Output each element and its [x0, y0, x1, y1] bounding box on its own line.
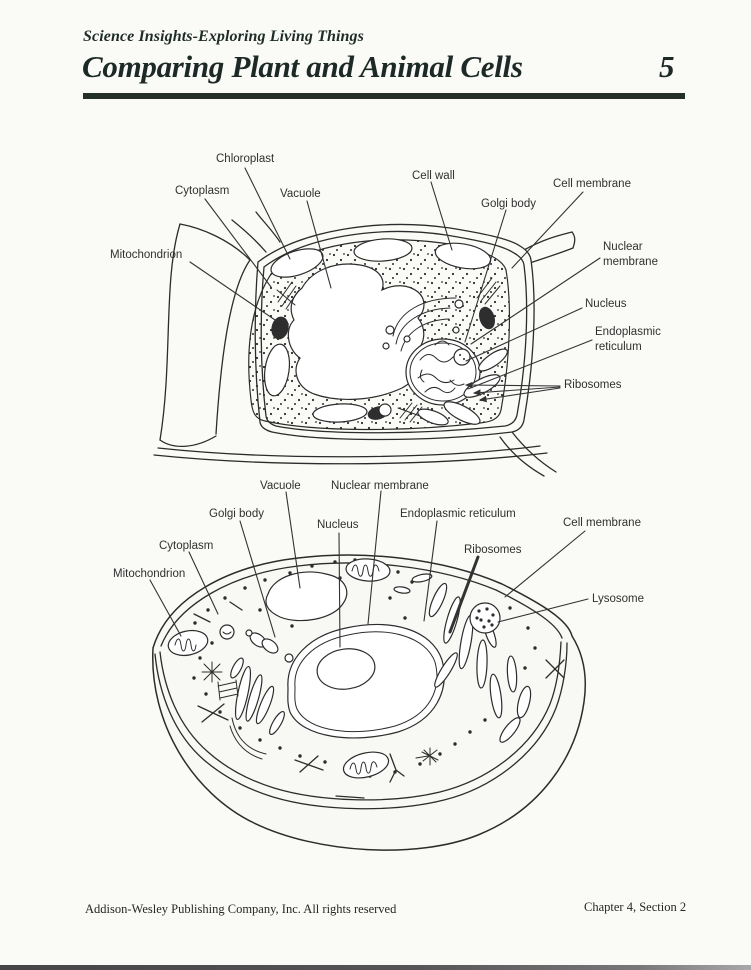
cytoplasm-bottom-rim-2	[154, 642, 568, 810]
label-animal-endoplasmic-reticulum: Endoplasmic reticulum	[400, 508, 516, 520]
label-plant-chloroplast: Chloroplast	[216, 153, 275, 165]
label-plant-vacuole: Vacuole	[280, 188, 321, 200]
label-animal-golgi-body: Golgi body	[209, 508, 264, 520]
label-animal-lysosome: Lysosome	[592, 593, 644, 605]
plant-nucleolus	[453, 348, 471, 366]
label-plant-cell-wall: Cell wall	[412, 170, 455, 182]
lysosome	[469, 602, 501, 634]
scan-artifact-bar	[0, 965, 751, 970]
worksheet-number: 5	[659, 49, 675, 84]
label-plant-cytoplasm: Cytoplasm	[175, 185, 230, 197]
label-plant-cell-membrane: Cell membrane	[553, 178, 631, 190]
label-animal-ribosomes: Ribosomes	[464, 544, 522, 556]
animal-mitochondria	[167, 558, 391, 779]
centrioles-and-fibers	[197, 659, 565, 783]
cytoplasm-bottom-rim	[159, 641, 562, 801]
series-title: Science Insights-Exploring Living Things	[83, 28, 364, 45]
label-animal-nucleus: Nucleus	[317, 519, 359, 531]
title-rule	[83, 93, 685, 99]
footer-chapter-ref: Chapter 4, Section 2	[584, 900, 687, 914]
page-title: Comparing Plant and Animal Cells	[82, 49, 523, 84]
label-plant-endoplasmic-reticulum: Endoplasmic reticulum	[595, 326, 661, 353]
label-plant-ribosomes: Ribosomes	[564, 379, 622, 391]
label-animal-vacuole: Vacuole	[260, 480, 301, 492]
footer-publisher: Addison-Wesley Publishing Company, Inc. …	[85, 902, 397, 916]
animal-nucleolus	[316, 648, 376, 690]
label-plant-nuclear-membrane: Nuclear membrane	[603, 241, 658, 268]
plant-golgi-body	[382, 297, 464, 352]
small-vesicles	[193, 601, 365, 799]
label-animal-nuclear-membrane: Nuclear membrane	[331, 480, 429, 492]
label-plant-golgi-body: Golgi body	[481, 198, 536, 210]
plant-cell-illustration	[153, 211, 576, 477]
animal-cell-illustration	[152, 554, 587, 851]
label-animal-cell-membrane: Cell membrane	[563, 517, 641, 529]
label-animal-cytoplasm: Cytoplasm	[159, 540, 214, 552]
label-animal-mitochondrion: Mitochondrion	[113, 568, 186, 580]
label-plant-nucleus: Nucleus	[585, 298, 627, 310]
label-plant-mitochondrion: Mitochondrion	[110, 249, 183, 261]
animal-golgi-body	[229, 629, 285, 760]
